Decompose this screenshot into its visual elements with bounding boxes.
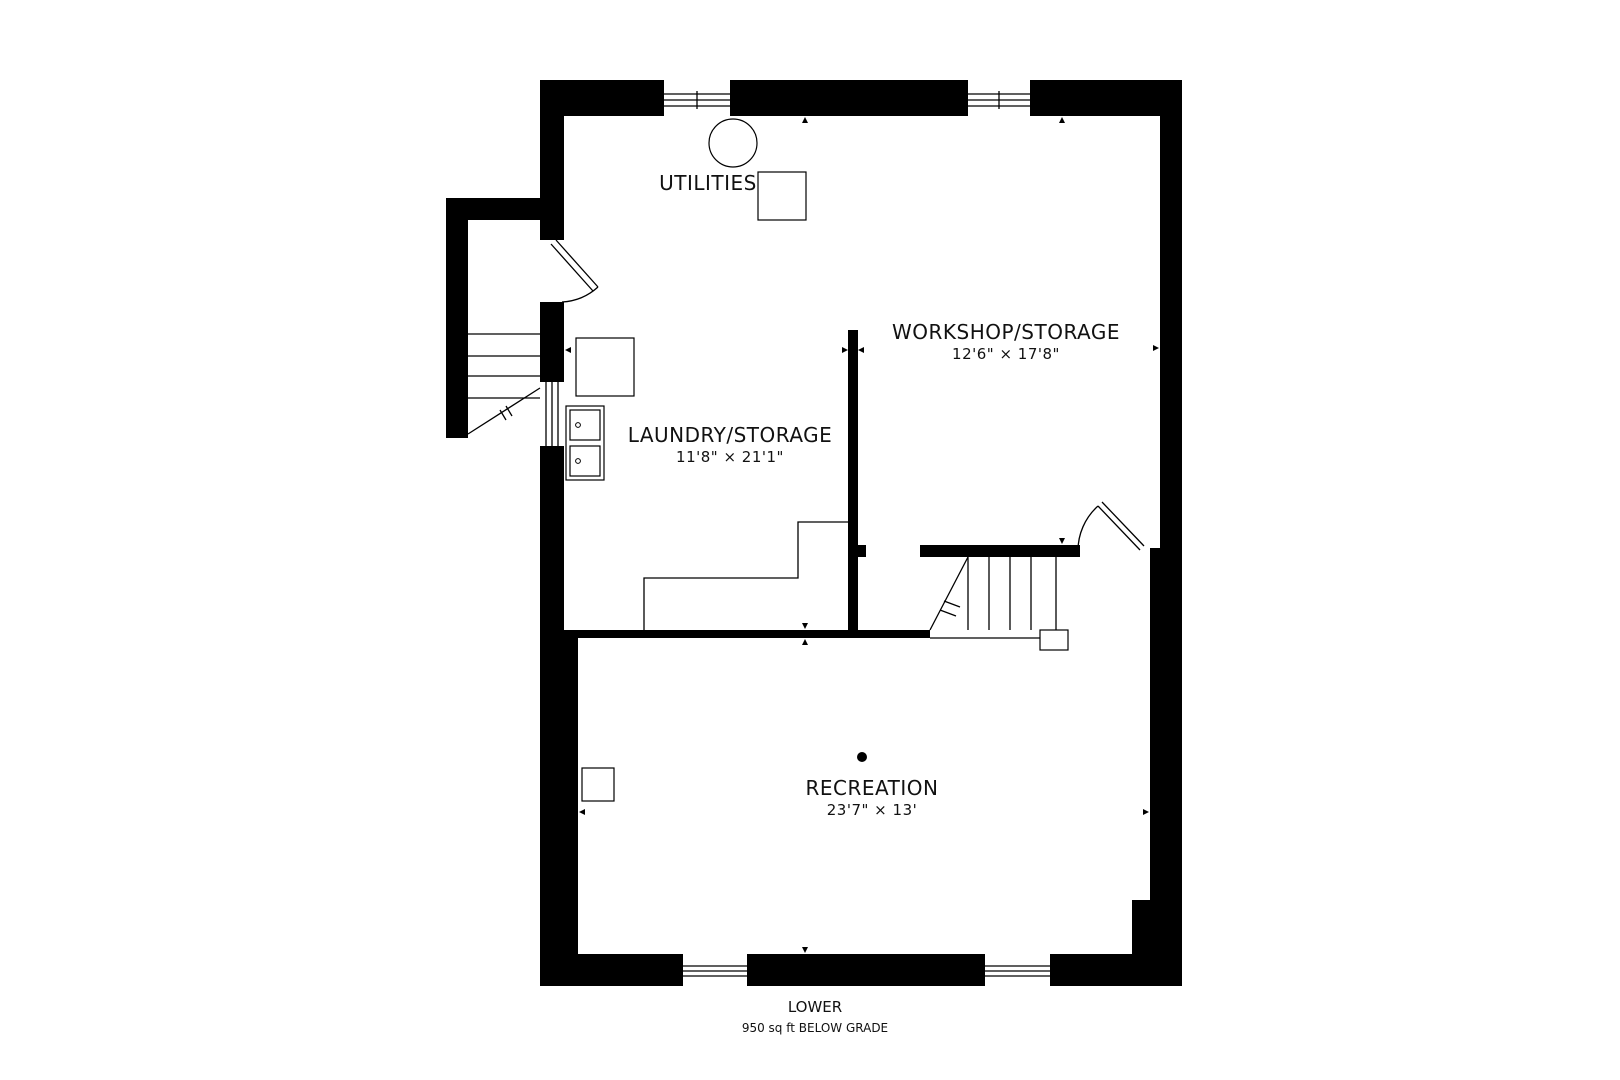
room-dims-laundry: 11'8" × 21'1" xyxy=(676,448,784,466)
stairs-exterior xyxy=(467,333,541,435)
wall-laundry-workshop xyxy=(848,330,858,636)
appliance-box xyxy=(575,337,635,397)
stairs-interior xyxy=(929,556,1069,651)
door-stairwell xyxy=(550,239,599,303)
room-dims-workshop: 12'6" × 17'8" xyxy=(952,345,1060,363)
floor-name: LOWER xyxy=(788,998,842,1016)
wall-stair-cap xyxy=(920,545,1080,557)
furnace xyxy=(757,171,807,221)
wall-left-mid xyxy=(540,302,564,382)
wall-stub xyxy=(856,545,866,557)
window-bottom-right xyxy=(985,965,1050,977)
laundry-sink xyxy=(565,405,605,481)
window-left xyxy=(545,382,559,446)
wall-stair-top xyxy=(446,198,546,220)
wall-top-right xyxy=(1030,80,1182,116)
dimension-ticks xyxy=(565,117,1159,953)
wall-left-rec xyxy=(540,636,578,986)
wall-bottom-middle xyxy=(747,954,985,986)
windows xyxy=(545,91,1050,977)
wall-top-middle xyxy=(730,80,968,116)
window-top-right xyxy=(968,91,1030,109)
room-name-utilities: UTILITIES xyxy=(659,171,757,195)
window-bottom-left xyxy=(683,965,747,977)
rec-column-box xyxy=(581,767,615,802)
rec-post xyxy=(857,752,867,762)
window-top-left xyxy=(664,91,730,109)
interior-walls xyxy=(562,330,1080,638)
water-heater xyxy=(708,118,758,168)
room-name-laundry: LAUNDRY/STORAGE xyxy=(628,423,833,447)
room-name-workshop: WORKSHOP/STORAGE xyxy=(892,320,1120,344)
wall-bottom-right xyxy=(1050,954,1182,986)
wall-laundry-rec xyxy=(562,630,930,638)
fixtures xyxy=(565,118,867,802)
room-name-recreation: RECREATION xyxy=(806,776,939,800)
exterior-walls xyxy=(446,80,1182,986)
storage-shelving xyxy=(643,521,850,630)
floor-area: 950 sq ft BELOW GRADE xyxy=(742,1021,888,1035)
wall-right-upper xyxy=(1160,80,1182,558)
wall-stair-left xyxy=(446,198,468,438)
doors xyxy=(550,239,1145,553)
door-workshop xyxy=(1077,501,1145,553)
room-dims-recreation: 23'7" × 13' xyxy=(827,801,917,819)
